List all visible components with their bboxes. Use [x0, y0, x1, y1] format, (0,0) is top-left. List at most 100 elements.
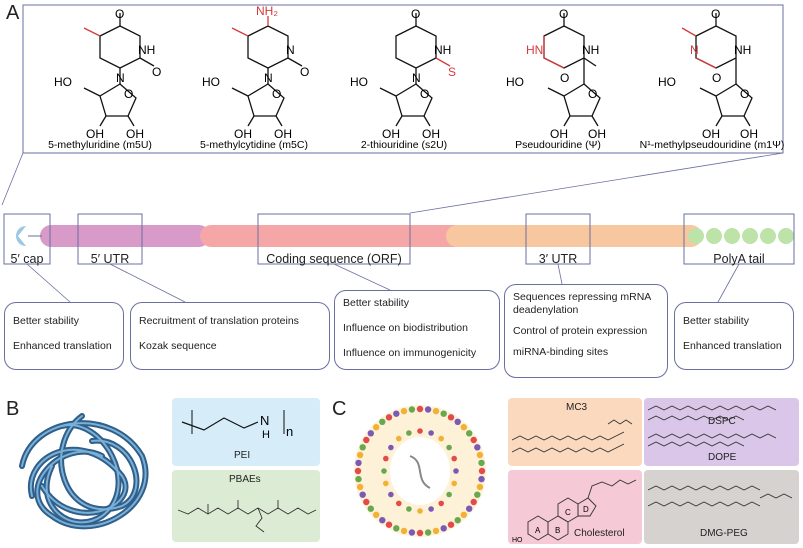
cholesterol-label: Cholesterol — [574, 528, 625, 539]
connector-left — [1, 152, 24, 206]
atom-oh: OH — [274, 127, 292, 141]
lipid-head — [416, 405, 424, 413]
dspc-dope-structure — [647, 405, 777, 447]
polya-bead — [724, 228, 740, 244]
lipid-head — [416, 529, 424, 537]
polya-bead — [760, 228, 776, 244]
lipid-head — [373, 511, 380, 518]
note-orf: Better stability Influence on biodistrib… — [334, 290, 500, 370]
pei-repeat: n — [286, 424, 293, 439]
atom-nh: NH — [434, 43, 451, 57]
lipid-head — [417, 428, 423, 434]
nucleoside-caption: 5-methyluridine (m5U) — [48, 139, 152, 151]
atom-ho: HO — [202, 75, 220, 89]
atom-ho: HO — [512, 537, 523, 544]
leader-3utr — [557, 263, 563, 285]
atom-o: O — [559, 7, 568, 21]
lipid-head — [408, 529, 416, 536]
lipid-head — [355, 459, 362, 467]
mc3-label: MC3 — [566, 402, 588, 413]
note-line: Kozak sequence — [139, 340, 217, 353]
cap-shape — [16, 226, 26, 246]
pbae-label: PBAEs — [229, 474, 261, 485]
atom-o: O — [124, 87, 133, 101]
lipid-head — [379, 517, 386, 524]
mc3-card — [508, 398, 642, 466]
lipid-head — [478, 459, 485, 467]
lipid-head — [385, 521, 393, 528]
lipid-head — [446, 491, 452, 498]
atom-oh: OH — [86, 127, 104, 141]
lipid-head — [432, 527, 440, 535]
lipid-head — [453, 468, 459, 474]
nucleoside-m1-pseudouridine: O NH N O HO O OH OH — [658, 7, 758, 141]
segment-5utr-bar — [40, 225, 210, 247]
atom-nh: NH — [582, 43, 599, 57]
mc3-structure — [511, 419, 633, 453]
lipid-head — [385, 414, 393, 421]
atom-n-methyl: N — [690, 43, 699, 57]
atom-nh2: NH₂ — [256, 4, 278, 18]
leader-5utr — [109, 263, 186, 303]
structures-frame — [22, 4, 784, 154]
lipid-head — [478, 475, 485, 483]
atom-nh: NH — [734, 43, 751, 57]
polya-bead — [706, 228, 722, 244]
pbae-card — [172, 470, 320, 542]
atom-o: O — [711, 7, 720, 21]
lipid-head — [363, 436, 370, 444]
atom-n: N — [286, 43, 295, 57]
lipid-head — [474, 444, 481, 451]
atom-ho: HO — [506, 75, 524, 89]
lipid-head — [438, 435, 444, 442]
lipid-head — [440, 525, 447, 532]
atom-oh: OH — [234, 127, 252, 141]
lipid-head — [447, 414, 455, 421]
lipid-head — [460, 424, 467, 431]
segment-label-orf: Coding sequence (ORF) — [266, 252, 402, 266]
lnp-illustration — [354, 405, 486, 537]
lipid-head — [424, 529, 432, 536]
dope-label: DOPE — [708, 452, 737, 463]
atom-o: O — [152, 65, 161, 79]
lipid-head — [355, 475, 362, 483]
note-line: Better stability — [13, 315, 79, 327]
note-5utr: Recruitment of translation proteins Koza… — [130, 302, 330, 370]
atom-oh: OH — [422, 127, 440, 141]
ring-label: B — [555, 526, 560, 535]
segment-label-5utr: 5′ UTR — [90, 252, 130, 266]
leader-orf — [333, 263, 391, 291]
segment-orf-bar — [200, 225, 470, 247]
lipid-head — [367, 430, 374, 437]
lipid-head — [396, 500, 402, 507]
note-line: Sequences repressing mRNA deadenylation — [513, 291, 651, 317]
lipid-head — [476, 451, 484, 459]
panel-label-c: C — [332, 398, 347, 420]
note-line: Enhanced translation — [683, 340, 782, 353]
lipid-head — [454, 517, 461, 524]
atom-oh: OH — [382, 127, 400, 141]
note-line: miRNA-binding sites — [513, 346, 609, 359]
lipid-head — [451, 480, 457, 487]
ring-label: C — [565, 508, 571, 517]
atom-o: O — [272, 87, 281, 101]
pei-nitrogen: N — [260, 413, 269, 428]
polya-bead — [688, 228, 704, 244]
lipid-head — [470, 498, 477, 506]
polya-bead — [742, 228, 758, 244]
leader-cap — [26, 263, 71, 303]
pei-card — [172, 398, 320, 466]
panel-label-b: B — [6, 398, 20, 420]
atom-ho: HO — [658, 75, 676, 89]
atom-o: O — [560, 71, 569, 85]
lipid-head — [476, 483, 484, 491]
lipid-head — [379, 418, 386, 425]
lipid-head — [393, 410, 400, 417]
note-line: Influence on biodistribution — [343, 322, 468, 335]
connector-right — [409, 152, 784, 214]
lipid-head — [400, 527, 408, 535]
nucleoside-caption: Pseudouridine (Ψ) — [515, 139, 601, 151]
ring-label: D — [583, 505, 589, 514]
atom-o: O — [712, 71, 721, 85]
atom-oh: OH — [588, 127, 606, 141]
